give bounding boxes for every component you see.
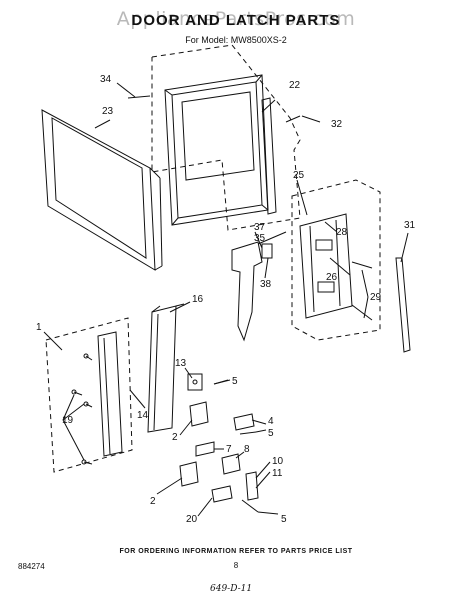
latch-bracket [97, 331, 123, 457]
door-hinge-strip [261, 97, 277, 215]
watermark: AppliancePartsPros.com [116, 8, 356, 30]
latch-plate [299, 213, 353, 319]
callout-1: 1 [36, 322, 42, 333]
callout-19: 19 [62, 415, 74, 426]
handwritten-note: 649-D-11 [210, 584, 253, 594]
screw-34 [127, 95, 151, 99]
callout-8: 8 [244, 444, 250, 455]
callout-4: 4 [268, 416, 274, 427]
callout-32: 32 [331, 119, 343, 130]
rail-31 [395, 257, 411, 353]
callout-31: 31 [404, 220, 416, 231]
actuator-10 [245, 471, 259, 501]
screw-32 [285, 115, 301, 123]
switch-20 [211, 485, 233, 503]
callout-28: 28 [336, 227, 348, 238]
latch-lever [231, 241, 263, 342]
ordering-note: FOR ORDERING INFORMATION REFER TO PARTS … [119, 548, 353, 555]
spacer-7 [195, 441, 215, 457]
door-window [181, 91, 255, 181]
callout-29: 29 [370, 292, 382, 303]
bracket-group-outline [45, 317, 133, 473]
callout-11: 11 [272, 468, 283, 479]
callout-22: 22 [289, 80, 301, 91]
callout-37: 37 [254, 222, 266, 233]
switch-2a [189, 401, 209, 427]
switch-2b [179, 461, 199, 487]
page-number: 8 [233, 561, 239, 570]
callout-35: 35 [254, 233, 266, 244]
callout-23: 23 [102, 106, 114, 117]
callout-34: 34 [100, 74, 112, 85]
actuator-13 [187, 373, 203, 391]
callout-labels: 34 23 22 32 25 28 26 29 31 37 35 38 1 19… [36, 74, 416, 525]
door-assembly-outline [151, 44, 301, 231]
callout-10: 10 [272, 456, 284, 467]
callout-14: 14 [137, 410, 149, 421]
switch-8 [221, 453, 241, 475]
callout-20: 20 [186, 514, 198, 525]
callout-38: 38 [260, 279, 272, 290]
door-panel-inner [51, 117, 147, 259]
model-line: For Model: MW8500XS-2 [185, 35, 287, 45]
callout-26: 26 [326, 272, 338, 283]
page-title: DOOR AND LATCH PARTS [131, 12, 341, 29]
callout-2-upper: 2 [172, 432, 178, 443]
document-code: 884274 [18, 562, 45, 571]
callout-13: 13 [175, 358, 187, 369]
callout-7: 7 [226, 444, 232, 455]
callout-5-mid: 5 [268, 428, 274, 439]
door-panel [41, 109, 156, 271]
callout-25: 25 [293, 170, 305, 181]
latch-group-outline [291, 179, 381, 341]
callout-5-top: 5 [232, 376, 238, 387]
switch-4 [233, 413, 255, 431]
callout-16: 16 [192, 294, 204, 305]
door-frame-inner [171, 81, 263, 219]
callout-5-bottom: 5 [281, 514, 287, 525]
callout-2-lower: 2 [150, 496, 156, 507]
interlock-bar [147, 305, 177, 433]
